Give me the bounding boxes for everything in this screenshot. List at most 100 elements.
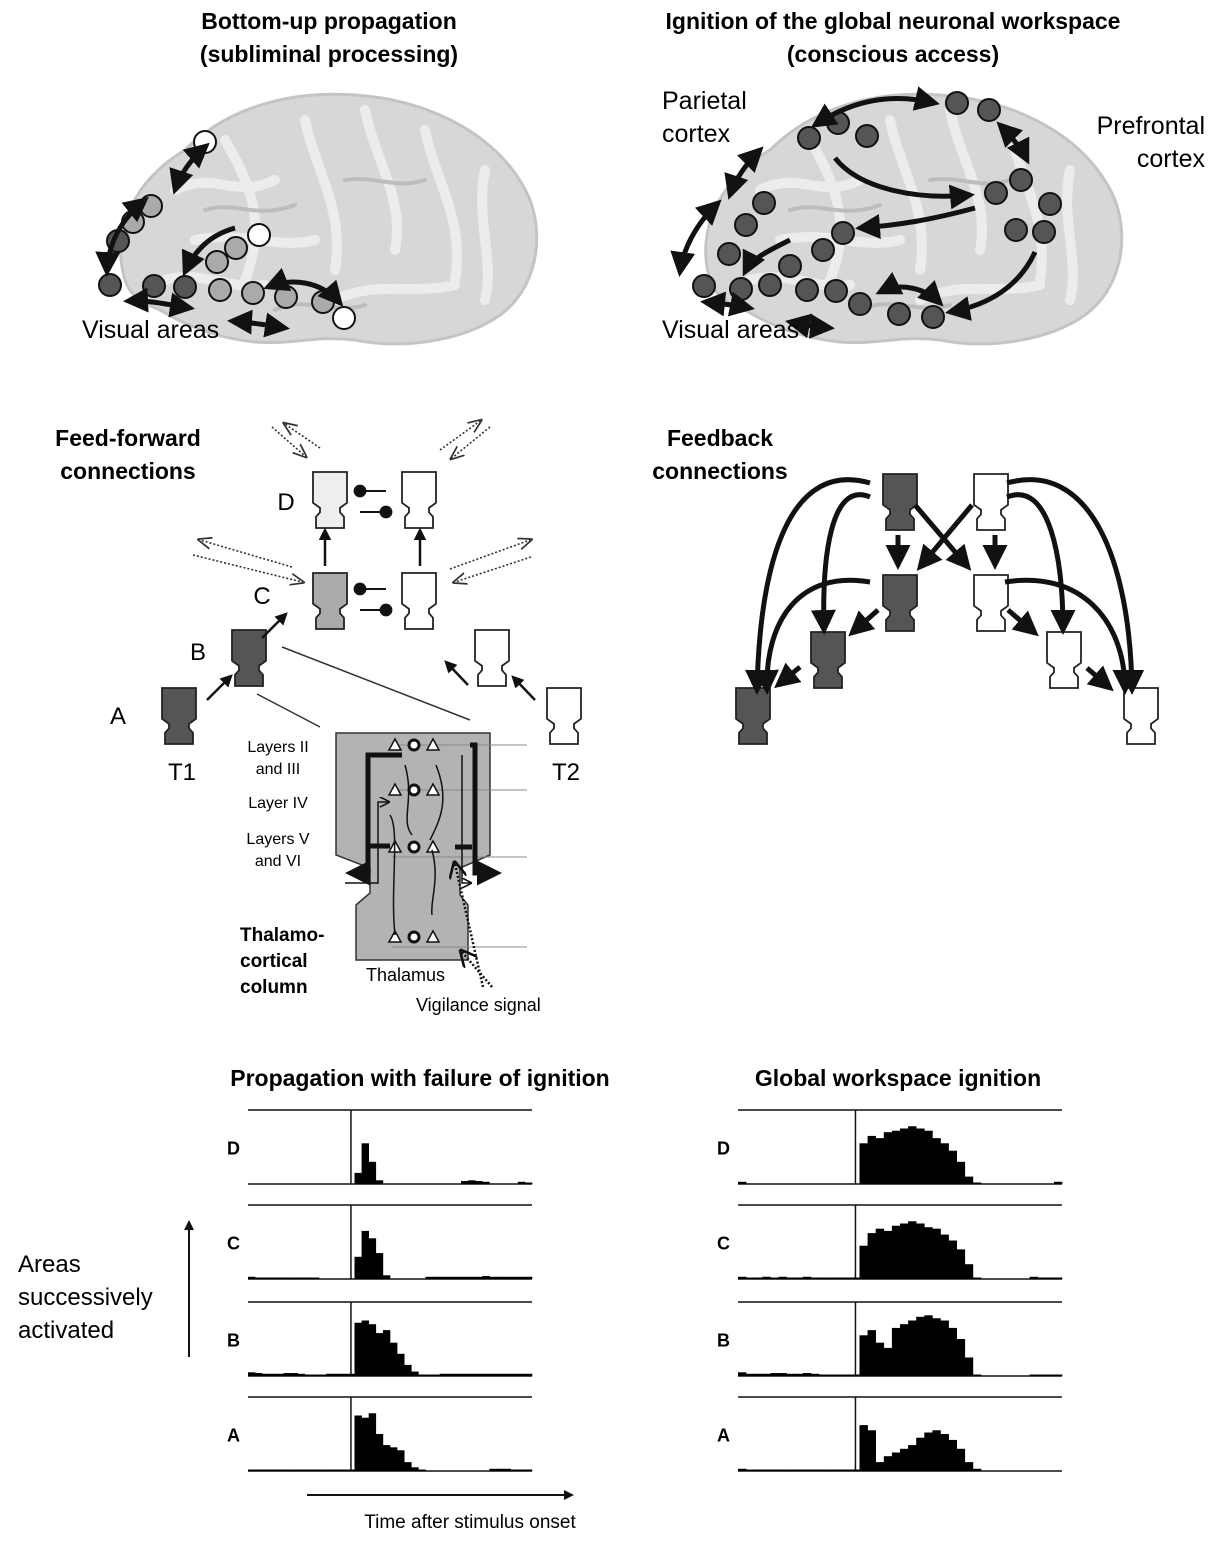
arrow-right-1 [810,86,940,128]
histogram-bar [924,1227,933,1279]
histogram-bar [851,1469,860,1471]
arrow-left-6 [263,267,344,307]
brain-node [173,275,197,299]
brain-node [692,274,716,298]
histogram-bar [835,1277,844,1279]
histogram-panel-d: D [717,1109,1063,1185]
histogram-bar [843,1277,852,1279]
histogram-bar [482,1181,490,1184]
histogram-bar [290,1469,298,1471]
histogram-bar [851,1277,860,1279]
histogram-bar [510,1469,519,1471]
label-prefrontal-1: Prefrontal [1097,112,1205,140]
histogram-bar [916,1223,925,1279]
histogram-bar [276,1277,284,1279]
histogram-bar [404,1364,412,1376]
histogram-bar [304,1374,313,1376]
histogram-bar [819,1374,828,1376]
histogram-bar [361,1230,369,1279]
histogram-bar [439,1373,448,1376]
histogram-bar [770,1277,779,1279]
brain-node [734,213,758,237]
histogram-bar [738,1372,747,1376]
histogram-bar [333,1373,341,1376]
fb-column-d-t1 [882,473,918,531]
histogram-bar [924,1130,933,1184]
histogram-bar [956,1448,966,1471]
brain-node [1004,218,1028,242]
histogram-bar [932,1430,941,1471]
histogram-bar [510,1276,519,1279]
panel-feedforward: Feed-forward connections D C B A T1 T2 [55,421,582,1015]
column-a-t2 [546,687,582,745]
histogram-bar [900,1448,909,1471]
thalamocortical-column: Layers II and III Layer IV Layers V and … [240,732,541,1015]
brain-node [977,98,1001,122]
dotted-d-left-out [285,424,321,449]
histogram-bar [875,1342,885,1376]
histogram-bar [908,1221,917,1279]
y-axis-label-3: activated [18,1317,114,1344]
histogram-panel-c: C [227,1204,533,1280]
column-b-t2 [474,629,510,687]
histogram-bar [375,1253,384,1279]
histogram-bar [489,1373,497,1376]
histogram-bar [375,1333,384,1376]
histogram-bar [255,1373,263,1376]
histogram-bar [453,1276,462,1279]
histogram-bar [859,1425,868,1471]
brain-node [1038,192,1062,216]
arrow-right-4 [670,199,722,277]
brain-node [752,191,776,215]
column-label-3: column [240,977,308,998]
arrow-left-2 [95,196,149,277]
layer-label-5-6b: and VI [255,853,301,870]
histogram-bar [794,1469,804,1471]
arrow-right-11 [875,271,944,307]
histogram-bar [891,1130,901,1184]
histogram-bar [283,1277,291,1279]
histogram-bar [468,1373,476,1376]
histogram-bar [375,1180,384,1184]
fb-column-b-t1 [810,631,846,689]
histogram-bar [297,1373,306,1376]
histogram-bar [283,1373,291,1376]
histogram-bar [786,1373,795,1376]
pyramidal-neuron [387,782,403,796]
title-ignition-line1: Ignition of the global neuronal workspac… [666,8,1121,34]
histogram-bar [867,1233,876,1279]
thalamus-label: Thalamus [366,965,445,985]
histogram-bar [851,1374,860,1376]
title-feedforward-line2: connections [60,458,195,484]
histogram-bar [482,1373,490,1376]
histogram-bar [262,1277,270,1279]
pyramidal-neuron [425,782,441,796]
column-d-t1 [312,471,348,529]
brain-node [824,279,848,303]
histogram-bar [770,1469,779,1471]
histogram-bar [368,1161,377,1184]
histogram-bar [510,1373,519,1376]
histogram-bar [810,1277,820,1279]
histogram-bar [908,1126,917,1184]
histogram-bar [948,1327,957,1376]
histogram-bar [762,1373,771,1376]
histogram-bar [738,1181,747,1184]
histogram-bar [948,1240,957,1279]
histogram-bar [964,1462,974,1471]
dotted-c-right-out [449,540,530,570]
histogram-bar [311,1277,320,1279]
panel-ignition: Ignition of the global neuronal workspac… [662,8,1205,344]
histogram-bar [517,1276,526,1279]
histogram-bar [311,1469,320,1471]
panel-label: C [717,1233,730,1253]
fb-column-d-t2 [973,473,1009,531]
histogram-bar [940,1234,949,1279]
layer-label-4: Layer IV [248,795,308,812]
zoom-line-upper [281,646,471,721]
histogram-bar [1045,1374,1055,1376]
brain-node [717,242,741,266]
histogram-bar [778,1373,787,1376]
histogram-bar [390,1447,398,1471]
histogram-bar [248,1372,256,1376]
